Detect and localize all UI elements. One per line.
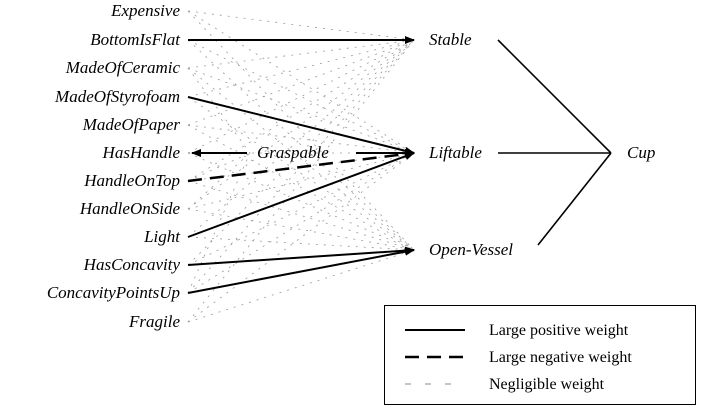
negligible-edge <box>187 152 415 323</box>
input-fragile: Fragile <box>129 312 180 331</box>
input-made-of-ceramic: MadeOfCeramic <box>65 58 180 77</box>
negligible-edge <box>187 152 415 251</box>
negligible-edge <box>187 39 415 266</box>
input-has-handle: HasHandle <box>102 143 180 162</box>
negligible-edge <box>187 10 415 41</box>
edge-handleontop-liftable <box>187 150 415 183</box>
negligible-edge <box>187 124 415 251</box>
node-open-vessel: Open-Vessel <box>429 240 514 259</box>
negligible-edge <box>187 124 415 154</box>
negligible-edge <box>187 152 251 182</box>
negligible-edge <box>187 10 415 251</box>
node-graspable: Graspable <box>257 143 329 162</box>
input-bottom-is-flat: BottomIsFlat <box>90 30 180 49</box>
negligible-edge <box>187 10 415 154</box>
negligible-edge <box>187 39 415 69</box>
negligible-edge <box>187 67 415 251</box>
negligible-edge <box>187 39 415 126</box>
negligible-edge <box>187 152 251 294</box>
input-expensive: Expensive <box>111 1 180 20</box>
negligible-edge <box>187 96 415 251</box>
input-light: Light <box>144 227 180 246</box>
input-concavity-points-up: ConcavityPointsUp <box>46 283 180 302</box>
dotted-line-swatch <box>405 383 465 385</box>
input-handle-on-side: HandleOnSide <box>79 199 180 218</box>
edge-light-liftable <box>187 152 415 238</box>
negligible-edge <box>187 39 415 251</box>
input-has-concavity: HasConcavity <box>83 255 180 274</box>
edge-openvessel-cup <box>537 152 612 246</box>
negligible-edge <box>187 236 415 251</box>
node-stable: Stable <box>429 30 472 49</box>
legend-negative-label: Large negative weight <box>489 349 632 366</box>
edge-stable-cup <box>497 39 612 154</box>
negligible-edge <box>187 39 415 238</box>
negligible-edge <box>187 180 415 251</box>
edge-hasconcavity-openvessel <box>187 246 415 266</box>
negligible-edge <box>187 67 251 154</box>
legend-negligible-label: Negligible weight <box>489 376 605 393</box>
legend-row-negligible: Negligible weight <box>385 374 695 398</box>
node-cup: Cup <box>627 143 656 162</box>
legend-row-positive: Large positive weight <box>385 320 695 344</box>
input-handle-on-top: HandleOnTop <box>84 171 180 190</box>
negligible-edge <box>187 67 415 154</box>
negligible-edge <box>187 39 415 98</box>
legend-positive-label: Large positive weight <box>489 322 629 339</box>
solid-line-swatch <box>405 329 465 331</box>
negligible-edge <box>187 152 251 210</box>
input-made-of-paper: MadeOfPaper <box>82 115 180 134</box>
edge-concavitypointsup-openvessel <box>187 247 415 294</box>
node-liftable: Liftable <box>429 143 482 162</box>
legend: Large positive weight Large negative wei… <box>384 305 696 405</box>
legend-row-negative: Large negative weight <box>385 347 695 371</box>
dashed-line-swatch <box>405 355 465 359</box>
edge-styrofoam-liftable <box>187 96 415 155</box>
large-weight-edges <box>187 36 612 294</box>
input-made-of-styrofoam: MadeOfStyrofoam <box>55 87 180 106</box>
